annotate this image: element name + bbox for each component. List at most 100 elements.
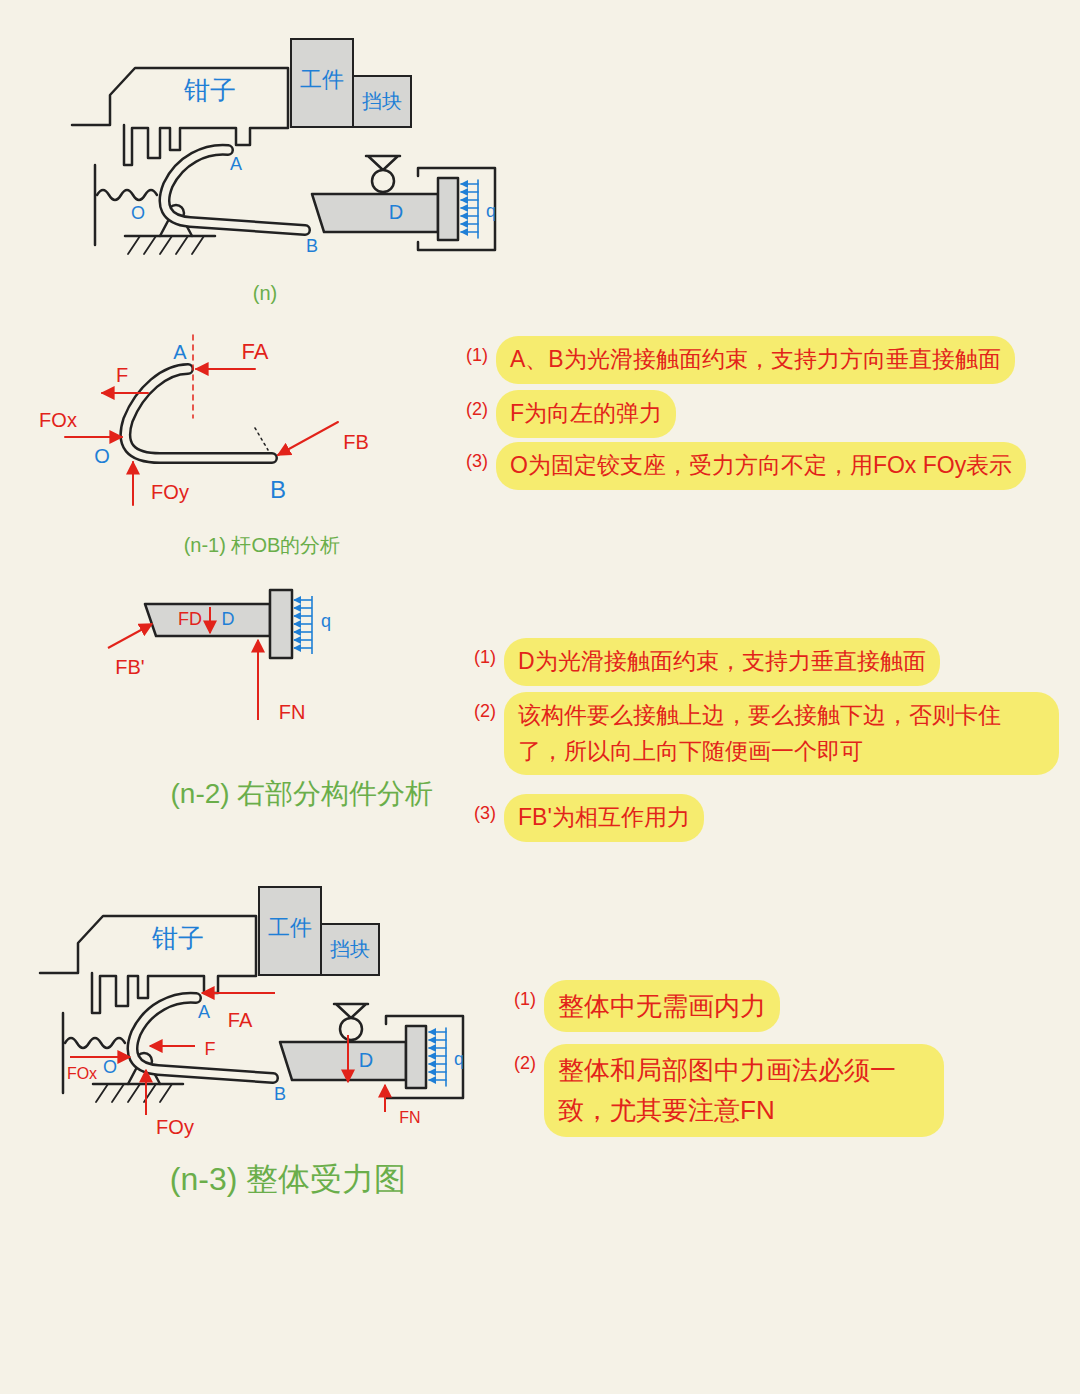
force-fd xyxy=(209,607,211,633)
note-text: O为固定铰支座，受力方向不定，用FOx FOy表示 xyxy=(496,442,1026,490)
force-label: FA xyxy=(228,1009,252,1031)
force-label: FN xyxy=(279,701,306,723)
note-band: (3)O为固定铰支座，受力方向不定，用FOx FOy表示 xyxy=(466,442,1026,490)
point-label: A xyxy=(198,1003,210,1023)
note-band: (1) A、B为光滑接触面约束，支持力方向垂直接触面 xyxy=(466,336,1015,384)
slider-plate xyxy=(270,590,292,658)
slider-member xyxy=(312,194,438,232)
note-text: D为光滑接触面约束，支持力垂直接触面 xyxy=(504,638,940,686)
note-band: (2) F为向左的弹力 xyxy=(466,390,676,438)
load-arrow xyxy=(461,223,478,225)
part-name: 钳子 xyxy=(160,76,260,105)
lever-fill xyxy=(164,150,305,230)
note-band: (2)整体和局部图中力画法必须一致，尤其要注意FN xyxy=(514,1044,944,1137)
lever-outline xyxy=(125,369,272,458)
note-number: (2) xyxy=(466,390,488,420)
slider-member xyxy=(145,604,270,636)
part-label-area: 钳子 xyxy=(128,920,228,964)
mechanism-figure-copy xyxy=(40,916,463,1102)
point-label: q xyxy=(321,612,331,632)
point-label: B xyxy=(274,1085,286,1105)
force-label: FOy xyxy=(156,1116,194,1138)
note-text: FB'为相互作用力 xyxy=(504,794,704,842)
point-label: q xyxy=(486,202,496,222)
force-fa xyxy=(196,368,255,370)
load-arrow xyxy=(461,231,478,233)
point-label: D xyxy=(359,1049,373,1071)
point-label: B xyxy=(270,477,286,503)
note-number: (2) xyxy=(474,692,496,722)
slider-free-body xyxy=(108,590,312,720)
note-number: (1) xyxy=(466,336,488,366)
point-label: A xyxy=(230,155,242,175)
note-text: 该构件要么接触上边，要么接触下边，否则卡住了，所以向上向下随便画一个即可 xyxy=(504,692,1059,775)
note-text: A、B为光滑接触面约束，支持力方向垂直接触面 xyxy=(496,336,1015,384)
part-box: 挡块 xyxy=(320,923,380,976)
force-foy xyxy=(132,462,134,505)
force-label: FOy xyxy=(151,481,189,503)
note-band: (3) FB'为相互作用力 xyxy=(474,794,704,842)
force-fn xyxy=(257,640,259,720)
slider-plate xyxy=(438,178,458,240)
load-arrow xyxy=(294,615,312,617)
distributed-load xyxy=(461,180,478,238)
clamp-outline xyxy=(72,68,288,165)
wall xyxy=(94,165,97,245)
note-band: (1) D为光滑接触面约束，支持力垂直接触面 xyxy=(474,638,940,686)
force-label: FA xyxy=(242,340,269,364)
normal-line xyxy=(192,335,194,418)
load-line xyxy=(477,180,479,238)
load-arrow xyxy=(294,607,312,609)
force-fd xyxy=(347,1035,349,1082)
load-arrow xyxy=(461,199,478,201)
note-text: F为向左的弹力 xyxy=(496,390,676,438)
note-band: (1) 整体中无需画内力 xyxy=(514,980,780,1032)
note-band: (2) 该构件要么接触上边，要么接触下边，否则卡住了，所以向上向下随便画一个即可 xyxy=(474,692,1059,775)
roller-d xyxy=(372,170,394,192)
part-box: 挡块 xyxy=(352,75,412,128)
figure-caption: (n-2) 右部分构件分析 xyxy=(171,779,434,810)
ground-hatch xyxy=(128,236,204,254)
part-name: 工件 xyxy=(292,68,352,92)
force-label: FB xyxy=(343,431,369,453)
force-label: FOx xyxy=(67,1065,97,1083)
force-fb-prime xyxy=(108,624,152,648)
force-fox xyxy=(70,1056,130,1058)
lever-fill xyxy=(125,369,272,458)
force-fb xyxy=(278,422,338,455)
load-arrow xyxy=(461,183,478,185)
lever-free-body xyxy=(65,335,338,505)
note-text: 整体中无需画内力 xyxy=(544,980,780,1032)
force-fox xyxy=(65,436,122,438)
figure-caption: (n) xyxy=(253,282,277,304)
lever-outline xyxy=(164,150,305,230)
note-number: (1) xyxy=(514,980,536,1010)
force-label: FOx xyxy=(39,409,77,431)
point-label: q xyxy=(454,1050,464,1070)
part-box: 工件 xyxy=(290,38,354,128)
figure-caption: (n-3) 整体受力图 xyxy=(170,1162,406,1197)
force-label: F xyxy=(205,1040,216,1060)
figure-caption: (n-1) 杆OB的分析 xyxy=(184,534,341,556)
load-arrow xyxy=(461,215,478,217)
part-name: 钳子 xyxy=(128,924,228,953)
load-arrow xyxy=(294,647,312,649)
force-arrows xyxy=(108,607,258,720)
part-name: 挡块 xyxy=(322,938,378,960)
roller-holder xyxy=(366,156,400,170)
distributed-load xyxy=(294,596,312,654)
mechanism-figure xyxy=(72,68,495,254)
point-label: A xyxy=(173,341,186,363)
note-number: (3) xyxy=(474,794,496,824)
spring xyxy=(97,190,157,200)
load-arrow xyxy=(294,599,312,601)
load-arrow xyxy=(294,631,312,633)
force-arrows xyxy=(65,369,338,505)
bracket xyxy=(418,168,495,250)
whole-force-arrows xyxy=(70,993,385,1115)
point-label: B xyxy=(306,237,318,257)
part-label-area: 钳子 xyxy=(160,72,260,116)
force-label: FD xyxy=(178,610,202,630)
note-number: (1) xyxy=(474,638,496,668)
